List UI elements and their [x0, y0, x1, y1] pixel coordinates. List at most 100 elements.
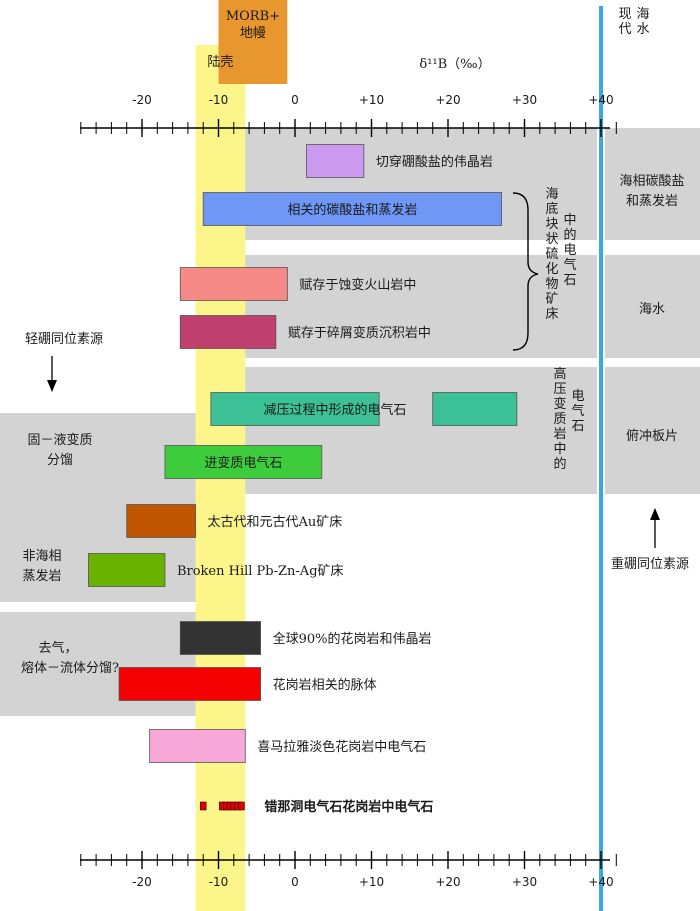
bar	[118, 667, 261, 701]
bar	[164, 445, 323, 479]
x-tick-label: -10	[209, 875, 229, 889]
x-tick-label: +40	[588, 93, 613, 107]
x-tick-label: +30	[512, 875, 537, 889]
bar-label: Broken Hill Pb-Zn-Ag矿床	[177, 564, 344, 579]
brace	[512, 192, 539, 351]
group-label-vms-col1-char: 状	[545, 232, 558, 247]
panel-right-marine	[605, 128, 700, 240]
group-label-hp-col1-char: 质	[553, 412, 566, 427]
bar-label: 错那洞电气石花岗岩中电气石	[264, 799, 433, 815]
group-label-hp-col2: 电气石	[571, 389, 584, 434]
bar	[179, 315, 277, 349]
group-label-hp-col1-char: 高	[553, 366, 566, 382]
label-seawater-char: 海	[636, 7, 649, 22]
bar-label: 赋存于碎屑变质沉积岩中	[288, 325, 431, 341]
x-axis-title: δ¹¹B（‰）	[419, 57, 490, 72]
group-label-vms-col2-char: 石	[563, 273, 576, 288]
group-label-vms-col1-char: 硫	[545, 247, 558, 262]
bar-label: 相关的碳酸盐和蒸发岩	[287, 202, 417, 218]
left-panel-label: 蒸发岩	[22, 568, 61, 584]
bar-label: 减压过程中形成的电气石	[263, 402, 406, 418]
label-morb: MORB+	[226, 9, 280, 24]
left-panel-label: 非海相	[22, 549, 61, 564]
x-tick-label: +10	[359, 93, 384, 107]
bar	[126, 504, 196, 538]
marker-point	[238, 801, 245, 811]
bar-label: 切穿硼酸盐的伟晶岩	[376, 154, 493, 170]
bar-label: 太古代和元古代Au矿床	[208, 515, 343, 530]
x-tick-label: -20	[132, 875, 152, 889]
bar	[149, 729, 246, 763]
group-label-vms-col1-char: 化	[545, 262, 558, 277]
group-label-vms-col1-char: 底	[545, 201, 558, 217]
label-modern-char: 现	[618, 7, 631, 22]
arrow-label-heavy: 重硼同位素源	[611, 556, 689, 572]
x-tick-label: +10	[359, 875, 384, 889]
bar	[88, 553, 166, 587]
bar-label: 喜马拉雅淡色花岗岩中电气石	[257, 739, 426, 755]
left-panel-label: 去气，	[38, 640, 77, 656]
x-tick-label: 0	[291, 93, 299, 107]
label-modern: 现代	[618, 7, 631, 37]
band-morb-mantle	[218, 0, 288, 84]
left-panel-label: 固－液变质	[27, 432, 92, 448]
bar-layer	[88, 144, 518, 811]
bar	[306, 144, 365, 178]
right-panel-label: 和蒸发岩	[626, 193, 678, 209]
x-tick-label: +30	[512, 93, 537, 107]
label-continental-crust: 陆壳	[207, 54, 233, 70]
group-label-hp-col1-char: 变	[553, 396, 566, 412]
group-label-vms-col1-char: 块	[545, 217, 558, 232]
arrow-label-light: 轻硼同位素源	[25, 332, 103, 347]
arrow-up-head	[650, 508, 660, 520]
group-label-hp-col1-char: 中	[553, 442, 566, 457]
x-tick-label: +40	[588, 875, 613, 889]
bar-label: 赋存于蚀变火山岩中	[299, 277, 416, 293]
right-panel-label: 俯冲板片	[626, 428, 678, 444]
left-panel-label: 熔体－流体分馏?	[21, 661, 119, 676]
x-tick-label: +20	[435, 875, 460, 889]
text-layer: 切穿硼酸盐的伟晶岩相关的碳酸盐和蒸发岩赋存于蚀变火山岩中赋存于碎屑变质沉积岩中减…	[21, 7, 689, 815]
bar	[202, 192, 502, 226]
group-label-hp-col1-char: 压	[553, 382, 566, 397]
group-label-vms-col1-char: 床	[545, 307, 558, 322]
group-label-vms-col2-char: 电	[563, 243, 576, 258]
bar	[179, 621, 261, 655]
right-panel-label: 海水	[639, 302, 665, 317]
group-label-vms-col2-char: 气	[563, 257, 576, 273]
bar-label: 花岗岩相关的脉体	[273, 677, 377, 693]
x-tick-label: -20	[132, 93, 152, 107]
x-tick-label: -10	[209, 93, 229, 107]
right-panel-label: 海相碳酸盐	[619, 174, 684, 189]
arrow-down-head	[47, 380, 57, 392]
group-label-hp-col1-char: 的	[553, 456, 566, 472]
label-seawater-char: 水	[636, 22, 649, 37]
bar-segment	[432, 392, 518, 426]
bar-label: 全球90%的花岗岩和伟晶岩	[273, 631, 432, 647]
group-label-hp-col1-char: 岩	[553, 427, 566, 442]
group-label-vms-col1-char: 物	[545, 277, 558, 292]
bar-label: 进变质电气石	[204, 455, 282, 471]
group-label-hp-col2-char: 气	[571, 403, 584, 419]
group-label-hp-col2-char: 电	[571, 389, 584, 404]
panel-right-seawater	[605, 255, 700, 358]
bar-segment	[210, 392, 380, 426]
left-panel-label: 分馏	[47, 453, 73, 468]
label-modern-char: 代	[618, 22, 631, 37]
bar	[179, 267, 288, 301]
label-seawater: 海水	[636, 7, 649, 37]
group-label-vms-col2-char: 中	[563, 213, 576, 228]
x-tick-label: 0	[291, 875, 299, 889]
line-modern-seawater	[599, 6, 603, 911]
group-label-hp-col2-char: 石	[571, 419, 584, 434]
panel-vms	[245, 255, 597, 358]
label-mantle: 地幔	[240, 26, 266, 41]
marker-point	[199, 801, 207, 811]
panel-right-slab	[605, 367, 700, 494]
group-label-vms-col1-char: 海	[545, 187, 558, 202]
